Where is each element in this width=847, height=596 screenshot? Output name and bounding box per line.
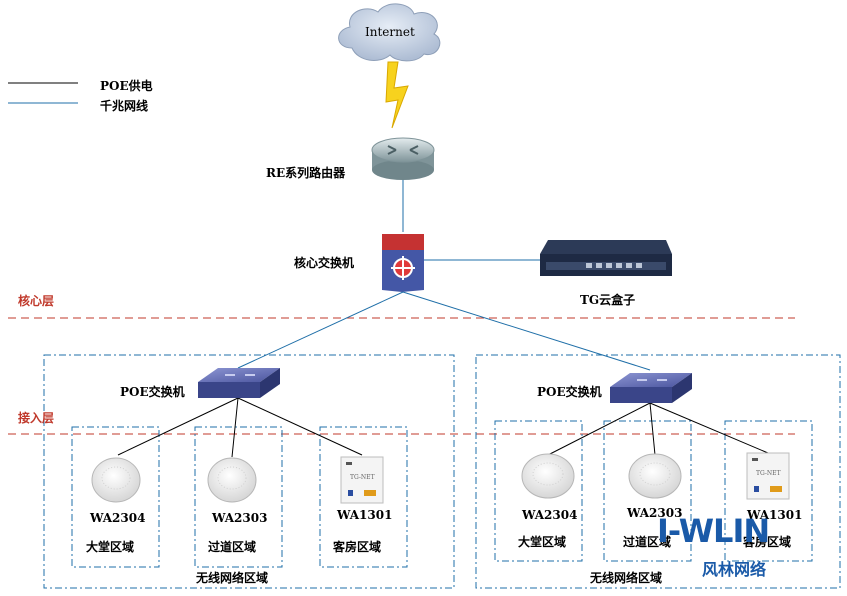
zone-box <box>603 420 692 562</box>
poe-switch-icon <box>198 368 280 398</box>
poe-link <box>547 402 651 456</box>
watermark-sub: 风林网络 <box>702 560 767 579</box>
tg-cloud-box-label: TG云盒子 <box>580 293 636 307</box>
poe-link <box>649 402 769 454</box>
poe-switch-label: POE交换机 <box>537 385 602 399</box>
ap-zone-label: 过道区域 <box>208 540 257 554</box>
core-poe2-link <box>402 291 651 371</box>
poe-link <box>649 402 656 456</box>
wall-panel-ap-icon <box>340 456 384 504</box>
ceiling-ap-icon <box>521 453 575 499</box>
poe-link <box>237 397 363 456</box>
tg-cloud-box-icon <box>540 240 672 276</box>
zone-box <box>71 426 160 568</box>
wall-panel-ap-icon <box>746 452 790 500</box>
watermark-logo: I-WLIN <box>657 512 770 550</box>
ap-zone-label: 过道区域 <box>623 535 672 549</box>
ap-zone-label: 客房区域 <box>743 535 792 549</box>
router-icon <box>371 137 435 180</box>
internet-cloud-icon <box>338 3 441 62</box>
area-label: 无线网络区域 <box>196 571 269 585</box>
group-right-container <box>475 354 841 589</box>
core-switch-icon <box>382 234 424 292</box>
poe-switch-label: POE交换机 <box>120 385 185 399</box>
core-layer-label: 核心层 <box>18 294 55 308</box>
poe-link <box>231 397 239 458</box>
ap-zone-label: 大堂区域 <box>86 540 135 554</box>
core-switch-label: 核心交换机 <box>294 256 355 270</box>
ap-model-label: WA1301 <box>337 508 393 522</box>
access-layer-label: 接入层 <box>18 411 55 425</box>
panel-brand-label: TG-NET <box>350 474 375 481</box>
lightning-icon <box>385 61 409 129</box>
ap-model-label: WA2303 <box>627 506 683 520</box>
ap-model-label: WA2304 <box>90 511 146 525</box>
group-left-container <box>43 354 455 589</box>
area-label: 无线网络区域 <box>590 571 663 585</box>
ap-model-label: WA2304 <box>522 508 578 522</box>
ceiling-ap-icon <box>207 457 257 503</box>
ap-model-label: WA1301 <box>747 508 803 522</box>
legend-poe-label: POE供电 <box>100 79 153 93</box>
legend-gigabit-label: 千兆网线 <box>100 99 149 113</box>
poe-switch-icon <box>610 373 692 403</box>
zone-box <box>494 420 583 562</box>
internet-label: Internet <box>365 25 415 39</box>
ap-model-label: WA2303 <box>212 511 268 525</box>
zone-box <box>194 426 283 568</box>
ceiling-ap-icon <box>91 457 141 503</box>
ap-zone-label: 大堂区域 <box>518 535 567 549</box>
ceiling-ap-icon <box>628 453 682 499</box>
panel-brand-label: TG-NET <box>756 470 781 477</box>
zone-box <box>319 426 408 568</box>
router-label: RE系列路由器 <box>266 166 346 180</box>
poe-link <box>117 397 239 456</box>
ap-zone-label: 客房区域 <box>333 540 382 554</box>
zone-box <box>724 420 813 562</box>
core-poe1-link <box>237 291 404 369</box>
